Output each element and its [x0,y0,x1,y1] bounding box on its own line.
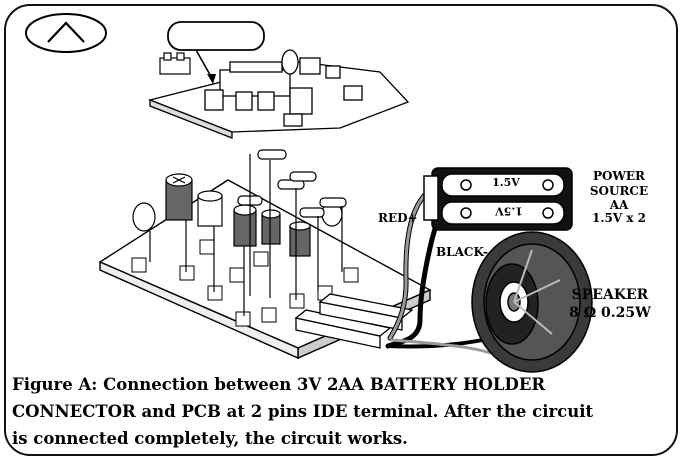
resistors [149,149,347,316]
cell-bottom-text: 1.5V [495,204,523,218]
black-wire-label: BLACK- [436,245,488,259]
jumper-connector [159,52,191,75]
figure-badge [25,13,107,53]
capacitors [132,173,343,257]
speaker-label: SPEAKER [571,287,649,303]
power-label-line-1: POWER [592,169,646,183]
caption-line-3: is connected completely, the circuit wor… [12,429,408,448]
figure-caption: Figure A: Connection between 3V 2AA BATT… [12,371,672,452]
wires [385,183,512,362]
zoomed-pcb [147,49,410,139]
red-wire-label: RED+ [378,211,418,225]
speaker-spec: 8 Ω 0.25W [569,305,651,321]
battery-holder [423,167,573,231]
caption-line-1: Figure A: Connection between 3V 2AA BATT… [12,375,546,394]
cell-top-text: 1.5V [492,176,520,189]
power-label-line-3: AA [609,198,629,212]
power-label-line-2: SOURCE [589,184,649,198]
ide-connectors [294,293,414,349]
caption-line-2: CONNECTOR and PCB at 2 pins IDE terminal… [12,402,594,421]
callout-bubble [167,21,265,84]
power-label-line-4: 1.5V x 2 [591,211,647,225]
speaker [471,231,593,373]
pcb-posts [131,239,359,327]
